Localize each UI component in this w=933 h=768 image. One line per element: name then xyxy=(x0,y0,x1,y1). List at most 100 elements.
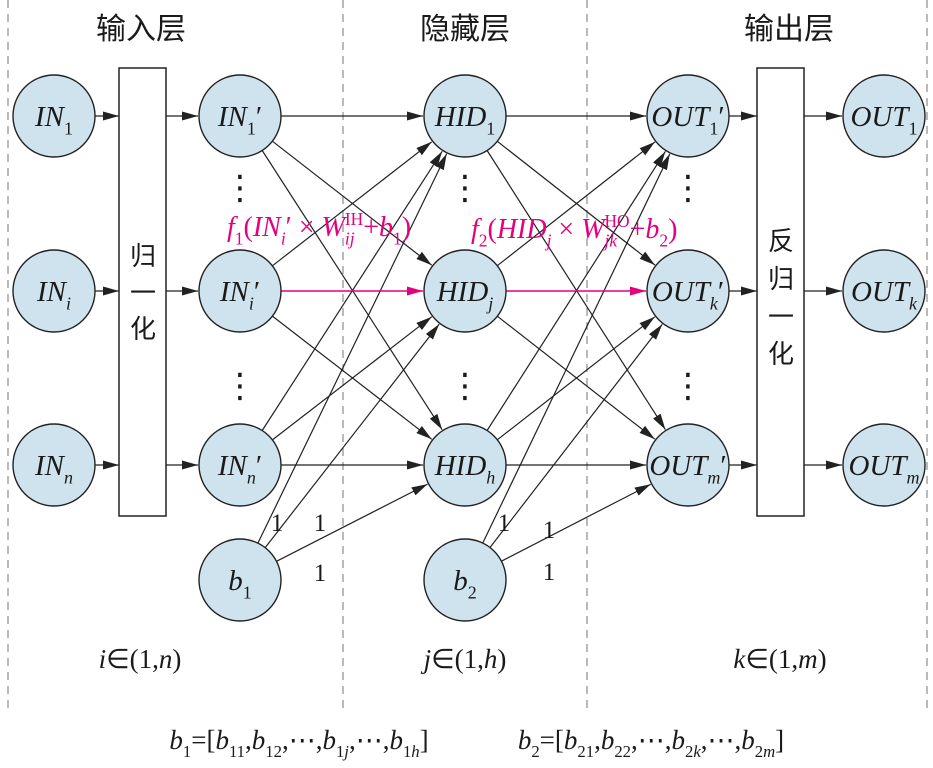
node-output: OUTm xyxy=(842,423,926,507)
ellipsis-output-lower: ⋮ xyxy=(671,366,705,406)
formula-f2-text: b xyxy=(645,214,659,245)
range-i-text: ) xyxy=(172,644,181,674)
connection-input-to-hidden xyxy=(272,141,433,267)
input-layer-title: 输入层 xyxy=(96,12,186,47)
bias-weight-label: 1 xyxy=(498,510,511,537)
node-output-raw-label-text: OUT xyxy=(651,101,711,133)
node-bias1-label-text: b xyxy=(228,565,243,597)
bias-vector-b2-subscript: 2 xyxy=(755,742,763,761)
bias-vector-b1-text: b xyxy=(252,725,266,755)
node-hidden-label-text: HID xyxy=(434,450,487,482)
node-bias1-label-subscript: 1 xyxy=(243,583,252,603)
bias-vector-b1-text: ,⋯, xyxy=(282,725,323,755)
bias-vector-b1-subscript: 1 xyxy=(403,742,411,761)
formula-f1-text: f xyxy=(227,212,238,243)
bias-weight-label: 1 xyxy=(271,510,284,537)
connection-bias1-to-hidden xyxy=(276,483,428,562)
node-input: INi xyxy=(12,249,96,333)
bias-vector-b1-subscript: 11 xyxy=(229,742,245,761)
bias-vector-b1-text: =[ xyxy=(191,725,215,755)
range-i-text: i xyxy=(99,644,107,674)
node-input-normalized-circle xyxy=(198,249,282,333)
node-input-label: INn xyxy=(34,450,73,488)
node-hidden: HIDj xyxy=(423,249,507,333)
range-j-text: ∈(1, xyxy=(431,644,484,674)
ellipsis-input-lower: ⋮ xyxy=(223,366,257,406)
node-hidden-label-subscript: h xyxy=(486,468,495,488)
formula-f1-subscript: 1 xyxy=(235,228,244,248)
node-input-label: IN1 xyxy=(34,101,73,139)
formula-f1-text: ′ × xyxy=(286,212,322,243)
connection-hidden-to-output xyxy=(496,141,656,267)
bias-vector-b1-text: b xyxy=(322,725,336,755)
node-output-raw-label-text: OUT xyxy=(649,450,709,482)
bias-vector-b1-text: , xyxy=(245,725,252,755)
node-hidden: HID1 xyxy=(423,74,507,158)
range-j-text: h xyxy=(484,644,498,674)
formula-f1: f1(INi′ × WijIH+b1) xyxy=(227,209,411,249)
bias-vector-b2-text: b xyxy=(564,725,578,755)
node-output-raw-circle xyxy=(646,249,730,333)
node-output-label: OUT1 xyxy=(850,101,917,139)
range-k: k∈(1,m) xyxy=(733,644,826,674)
bias-vector-b2-subscript: 21 xyxy=(577,742,594,761)
formula-f1-text: + xyxy=(363,212,379,243)
node-input: INn xyxy=(12,423,96,507)
node-bias2-label: b2 xyxy=(453,565,477,603)
node-bias1: b1 xyxy=(198,538,282,622)
bias-vector-b2-text: ,⋯, xyxy=(631,725,672,755)
node-input-label-subscript: i xyxy=(66,294,71,314)
connection-hidden-to-output xyxy=(496,316,656,441)
formula-f2-text: W xyxy=(581,214,607,245)
denormalize-box-char: 反 xyxy=(768,227,794,257)
bias-vector-b2-subscript: 2 xyxy=(531,742,539,761)
node-bias1-label: b1 xyxy=(228,565,252,603)
formula-f1-text: ) xyxy=(402,212,411,243)
node-output-label-text: OUT xyxy=(851,276,911,308)
node-output-raw: OUT1′ xyxy=(646,74,730,158)
denormalize-box-char: 一 xyxy=(768,303,794,333)
bias-weight-label: 1 xyxy=(314,560,327,587)
node-output-label: OUTm xyxy=(848,450,919,488)
ellipses: ⋮ ⋮ ⋮ ⋮ ⋮ ⋮ xyxy=(223,168,705,406)
node-input-circle xyxy=(12,423,96,507)
formula-f2-text: ( xyxy=(487,214,496,245)
formula-f1-text: ( xyxy=(243,212,252,243)
bias-vector-b1-subscript: 1 xyxy=(183,742,191,761)
node-output-circle xyxy=(842,74,926,158)
range-i: i∈(1,n) xyxy=(99,644,182,674)
node-input-normalized-circle xyxy=(198,74,282,158)
node-output-raw-label-text: ′ xyxy=(718,101,724,133)
layer-dividers xyxy=(7,0,928,708)
range-i-text: ∈(1, xyxy=(106,644,159,674)
node-output-label-subscript: m xyxy=(907,468,920,488)
bias-vector-b1-subscript: 1 xyxy=(336,742,344,761)
node-bias2-circle xyxy=(423,538,507,622)
node-input-normalized-label-subscript: n xyxy=(247,468,256,488)
node-output-raw-label-subscript: m xyxy=(707,468,720,488)
node-hidden-label: HIDh xyxy=(434,450,496,488)
range-k-text: ∈(1, xyxy=(745,644,798,674)
formula-f2-subscript: jk xyxy=(603,230,618,250)
node-input-normalized-label-text: ′ xyxy=(256,450,262,482)
bias-vector-b2-text: ] xyxy=(775,725,784,755)
bias-vector-b1-subscript: 12 xyxy=(265,742,282,761)
node-input-label: INi xyxy=(36,276,71,314)
formula-f2-text: f xyxy=(471,214,482,245)
bias-vector-b2-text: b xyxy=(601,725,615,755)
node-output-raw-label: OUTm′ xyxy=(649,450,726,488)
node-output-raw-label-text: ′ xyxy=(718,276,724,308)
node-bias2-label-text: b xyxy=(453,565,468,597)
node-input-label-text: IN xyxy=(34,101,66,133)
node-hidden-circle xyxy=(423,249,507,333)
node-input-normalized-label-text: IN xyxy=(219,276,251,308)
bias-vector-b1-subscript: j xyxy=(342,742,349,761)
node-output-label: OUTk xyxy=(851,276,918,314)
bias-vector-b2-text: b xyxy=(741,725,755,755)
ellipsis-input-upper: ⋮ xyxy=(223,168,257,208)
node-input-label-subscript: n xyxy=(64,468,73,488)
bias-vector-b1-text: ,⋯, xyxy=(349,725,390,755)
connection-bias2-to-output xyxy=(501,483,651,562)
node-output-circle xyxy=(842,423,926,507)
node-bias1-circle xyxy=(198,538,282,622)
